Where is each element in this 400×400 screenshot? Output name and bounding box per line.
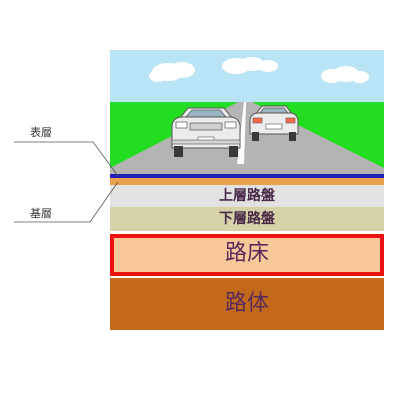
upper-base-layer [110, 185, 384, 207]
subgrade-layer [110, 278, 384, 330]
surface-leader-line [14, 141, 119, 177]
surface-layer [110, 174, 384, 178]
lower-base-label: 下層路盤 [219, 211, 275, 227]
binder-leader-line [14, 181, 119, 223]
car-back [249, 105, 299, 141]
subgrade-label: 路体 [224, 291, 269, 316]
cloud [222, 57, 278, 74]
cloud [149, 62, 195, 82]
lower-base-layer [110, 207, 384, 231]
binder-layer-callout: 基層 [30, 207, 52, 220]
upper-base-label: 上層路盤 [219, 188, 275, 204]
car-front [171, 107, 241, 157]
binder-layer [110, 178, 384, 185]
surface-layer-callout: 表層 [30, 126, 52, 139]
cloud [321, 66, 369, 83]
roadbed-label: 路床 [224, 241, 269, 266]
roadbed-layer [110, 234, 384, 276]
